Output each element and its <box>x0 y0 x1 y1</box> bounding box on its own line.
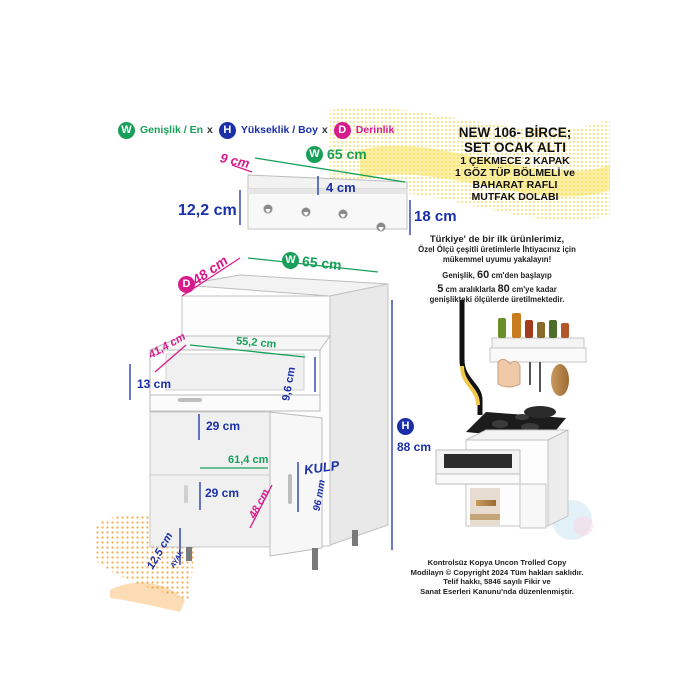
copyright-line: Telif hakkı, 5846 sayılı Fikir ve <box>443 577 551 586</box>
upper-gap-label: 29 cm <box>206 419 241 433</box>
info-text: genişlikteki ölçülerde üretilmektedir. <box>429 295 565 304</box>
info-step-range: 5 cm aralıklarla 80 cm'ye kadar genişlik… <box>392 284 602 305</box>
height-badge-icon: H <box>218 121 236 139</box>
kitchen-scene <box>435 300 587 529</box>
info-text: cm aralıklarla <box>445 285 496 294</box>
info-value: 60 <box>476 269 490 281</box>
legend-height-label: Yükseklik / Boy <box>240 124 318 136</box>
width-badge-icon: W <box>118 121 135 139</box>
cabinet-height-badge-icon: H <box>397 418 414 435</box>
shelf-width-badge-icon: W <box>306 146 323 163</box>
cabinet-height-label: 88 cm <box>397 440 432 454</box>
copyright-line: Modilayn © Copyright 2024 Tüm hakları sa… <box>410 567 584 577</box>
title-line: BAHARAT RAFLI <box>472 179 558 191</box>
title-line: SET OCAK ALTI <box>464 140 566 155</box>
legend-separator: x <box>321 124 328 136</box>
info-value: 80 <box>497 283 510 295</box>
cabinet-width-badge-icon: W <box>282 252 299 269</box>
title-line: 1 GÖZ TÜP BÖLMELİ ve <box>455 167 575 179</box>
title-line: MUTFAK DOLABI <box>471 191 559 203</box>
decorative-bubble <box>573 516 593 536</box>
info-paragraph: Türkiye' de bir ilk ürünlerimiz, Özel Öl… <box>392 234 602 265</box>
legend-separator: x <box>207 124 213 136</box>
info-text: cm'den başlayıp <box>491 271 552 280</box>
info-text: cm'ye kadar <box>511 285 557 294</box>
legend-depth-label: Derinlik <box>355 124 395 136</box>
lower-gap-label: 29 cm <box>205 486 240 500</box>
copyright-notice: Kontrolsüz Kopya Uncon Trolled Copy Modi… <box>392 558 602 596</box>
shelf-height-right-label: 18 cm <box>414 208 457 225</box>
copyright-line: Kontrolsüz Kopya Uncon Trolled Copy <box>427 558 567 567</box>
info-value: 5 <box>437 283 444 295</box>
title-line: NEW 106- BİRCE; <box>458 125 572 140</box>
shelf-inner-height-label: 4 cm <box>326 180 356 195</box>
product-title: NEW 106- BİRCE; SET OCAK ALTI 1 ÇEKMECE … <box>430 125 600 203</box>
spice-shelf-drawing <box>247 174 408 232</box>
dimension-legend: W Genişlik / En x H Yükseklik / Boy x D … <box>118 120 394 140</box>
cabinet-drawing <box>149 274 389 570</box>
drawer-front-height-label: 13 cm <box>137 377 172 391</box>
dimension-lines <box>129 157 411 565</box>
info-headline: Türkiye' de bir ilk ürünlerimiz, <box>429 234 565 245</box>
depth-badge-icon: D <box>333 121 351 139</box>
cabinet-depth-badge-icon: D <box>178 276 195 293</box>
shelf-width-label: 65 cm <box>327 146 367 162</box>
legend-width-label: Genişlik / En <box>140 124 204 136</box>
inner-width-label: 61,4 cm <box>228 454 269 466</box>
info-line: mükemmel uyumu yakalayın! <box>442 255 552 264</box>
copyright-line: Sanat Eserleri Kanunu'nda düzenlenmiştir… <box>420 586 574 596</box>
info-width-range: Genişlik, 60 cm'den başlayıp <box>392 270 602 281</box>
info-line: Özel Ölçü çeşitli üretimlerle İhtiyacını… <box>418 245 576 254</box>
info-text: Genişlik, <box>442 271 475 280</box>
shelf-height-left-label: 12,2 cm <box>178 202 237 219</box>
title-line: 1 ÇEKMECE 2 KAPAK <box>460 155 570 167</box>
